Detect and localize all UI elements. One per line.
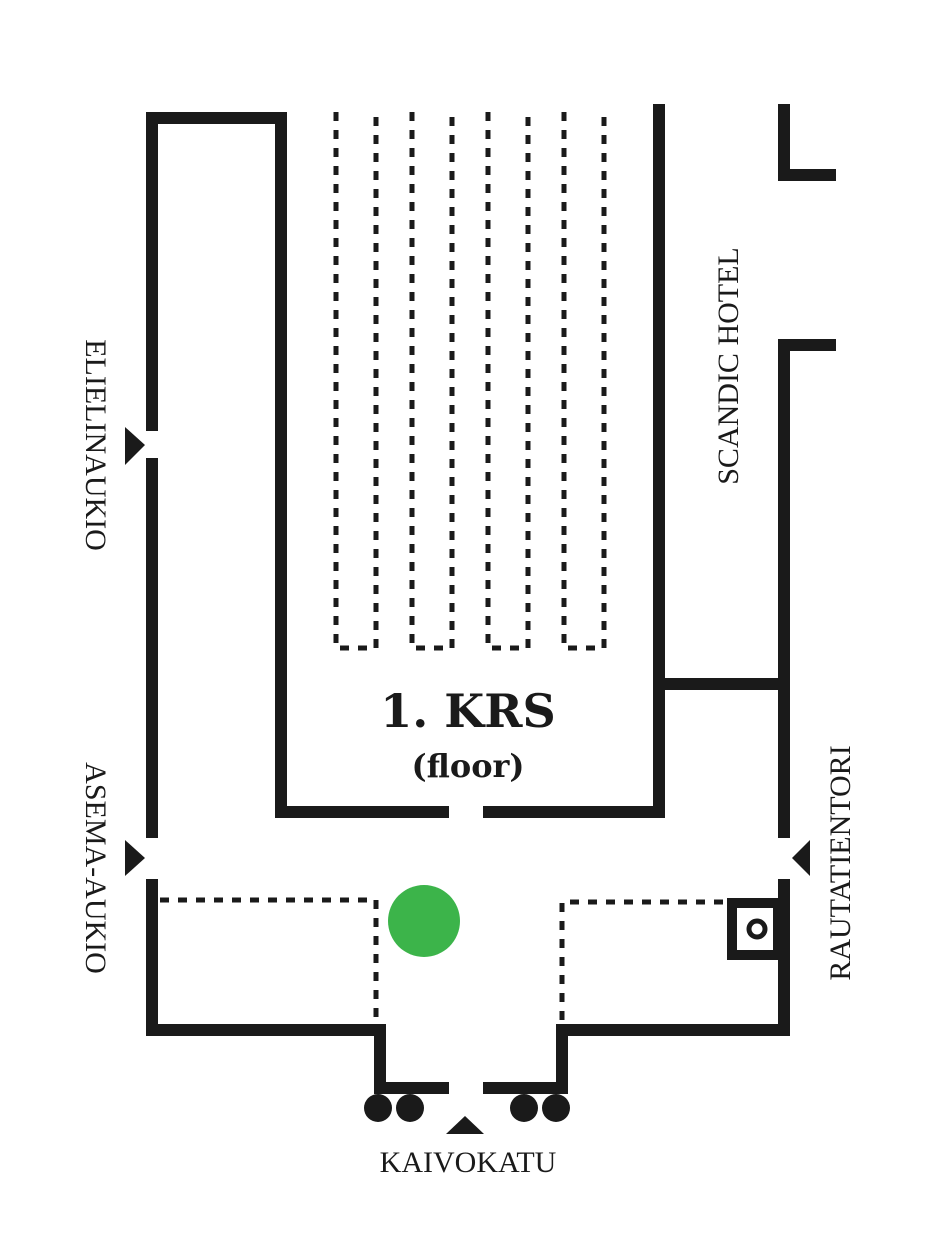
entrance-west-bottom-icon — [125, 840, 145, 876]
elevator-icon — [727, 898, 783, 960]
entrance-south-icon — [446, 1116, 484, 1134]
label-elielinaukio: ELIELINAUKIO — [79, 339, 112, 551]
label-asema-aukio: ASEMA-AUKIO — [79, 762, 112, 974]
wall-center-right — [483, 104, 665, 818]
zone-left — [160, 897, 379, 1020]
label-kaivokatu: KAIVOKATU — [380, 1146, 557, 1179]
floor-title: 1. KRS — [380, 684, 555, 738]
wall-top-right — [778, 104, 836, 181]
wall-lower-left — [146, 879, 449, 1094]
label-rautatientori: RAUTATIENTORI — [824, 745, 857, 980]
entrance-east-icon — [792, 840, 810, 876]
platform-tracks — [333, 112, 607, 651]
entrance-west-top-icon — [125, 427, 145, 465]
label-scandic-hotel: SCANDIC HOTEL — [712, 247, 745, 485]
wall-lower-right — [483, 879, 790, 1094]
pillars — [364, 1094, 570, 1122]
you-are-here-marker — [388, 885, 460, 957]
wall-right — [778, 339, 836, 838]
floor-subtitle: (floor) — [411, 747, 524, 785]
zone-right — [559, 899, 728, 1020]
wall-left-upper — [146, 112, 449, 818]
